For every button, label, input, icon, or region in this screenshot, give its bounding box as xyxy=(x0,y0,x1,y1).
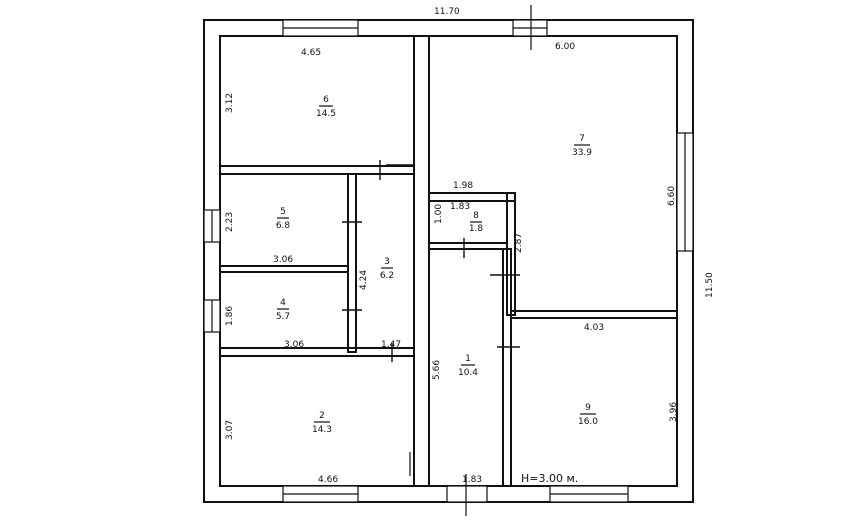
room-label-8: 8 1.8 xyxy=(469,211,484,234)
dim-room4-width: 3.06 xyxy=(284,340,304,350)
dim-room6-height: 3.12 xyxy=(225,93,235,113)
dim-room8-height: 1.00 xyxy=(434,204,444,224)
dim-overall-width: 11.70 xyxy=(434,7,460,17)
svg-text:1: 1 xyxy=(465,354,471,364)
svg-text:7: 7 xyxy=(579,134,585,144)
ceiling-height-note: H=3.00 м. xyxy=(521,472,578,485)
svg-text:33.9: 33.9 xyxy=(572,148,592,158)
room-label-2: 2 14.3 xyxy=(312,411,332,435)
room-label-5: 5 6.8 xyxy=(276,207,291,231)
svg-text:1.8: 1.8 xyxy=(469,224,484,234)
dim-room6-width: 4.65 xyxy=(301,48,321,58)
dim-room2-height: 3.07 xyxy=(225,420,235,440)
room-label-9: 9 16.0 xyxy=(578,403,598,427)
svg-text:9: 9 xyxy=(585,403,591,413)
room-label-1: 1 10.4 xyxy=(458,354,478,378)
dim-top-right-width: 6.00 xyxy=(555,42,575,52)
svg-text:4: 4 xyxy=(280,298,286,308)
dim-room3-width: 1.47 xyxy=(381,340,401,350)
svg-text:5: 5 xyxy=(280,207,286,217)
dim-room5-width: 3.06 xyxy=(273,255,293,265)
dim-room9-width: 4.03 xyxy=(584,323,604,333)
dim-room5-height: 2.23 xyxy=(225,212,235,232)
door-marks xyxy=(342,160,520,362)
entrance-door xyxy=(446,485,488,503)
dim-room9-height: 3.96 xyxy=(669,402,679,422)
dim-corridor-height: 5.66 xyxy=(432,360,442,380)
dim-room3-height: 4.24 xyxy=(359,270,369,290)
room-label-6: 6 14.5 xyxy=(316,95,336,119)
svg-text:3: 3 xyxy=(384,257,390,267)
room-label-7: 7 33.9 xyxy=(572,134,592,158)
dim-corridor-width: 1.83 xyxy=(462,475,482,485)
svg-text:6.2: 6.2 xyxy=(380,271,394,281)
dim-room8-width: 1.83 xyxy=(450,202,470,212)
room-label-4: 4 5.7 xyxy=(276,298,290,322)
svg-text:16.0: 16.0 xyxy=(578,417,598,427)
svg-text:5.7: 5.7 xyxy=(276,312,290,322)
dim-room8-outer: 1.98 xyxy=(453,181,473,191)
dim-room4-height: 1.86 xyxy=(225,306,235,326)
svg-text:14.5: 14.5 xyxy=(316,109,336,119)
svg-text:8: 8 xyxy=(473,211,479,221)
dim-overall-height: 11.50 xyxy=(705,272,715,298)
interior-walls xyxy=(219,35,678,487)
svg-text:6.8: 6.8 xyxy=(276,221,291,231)
svg-text:10.4: 10.4 xyxy=(458,368,478,378)
room-label-3: 3 6.2 xyxy=(380,257,394,281)
svg-text:2: 2 xyxy=(319,411,325,421)
svg-text:6: 6 xyxy=(323,95,329,105)
svg-text:14.3: 14.3 xyxy=(312,425,332,435)
dim-room2-width: 4.66 xyxy=(318,475,338,485)
dim-room7-height: 6.60 xyxy=(667,186,677,206)
dim-corridor-upper: 2.87 xyxy=(514,233,524,253)
